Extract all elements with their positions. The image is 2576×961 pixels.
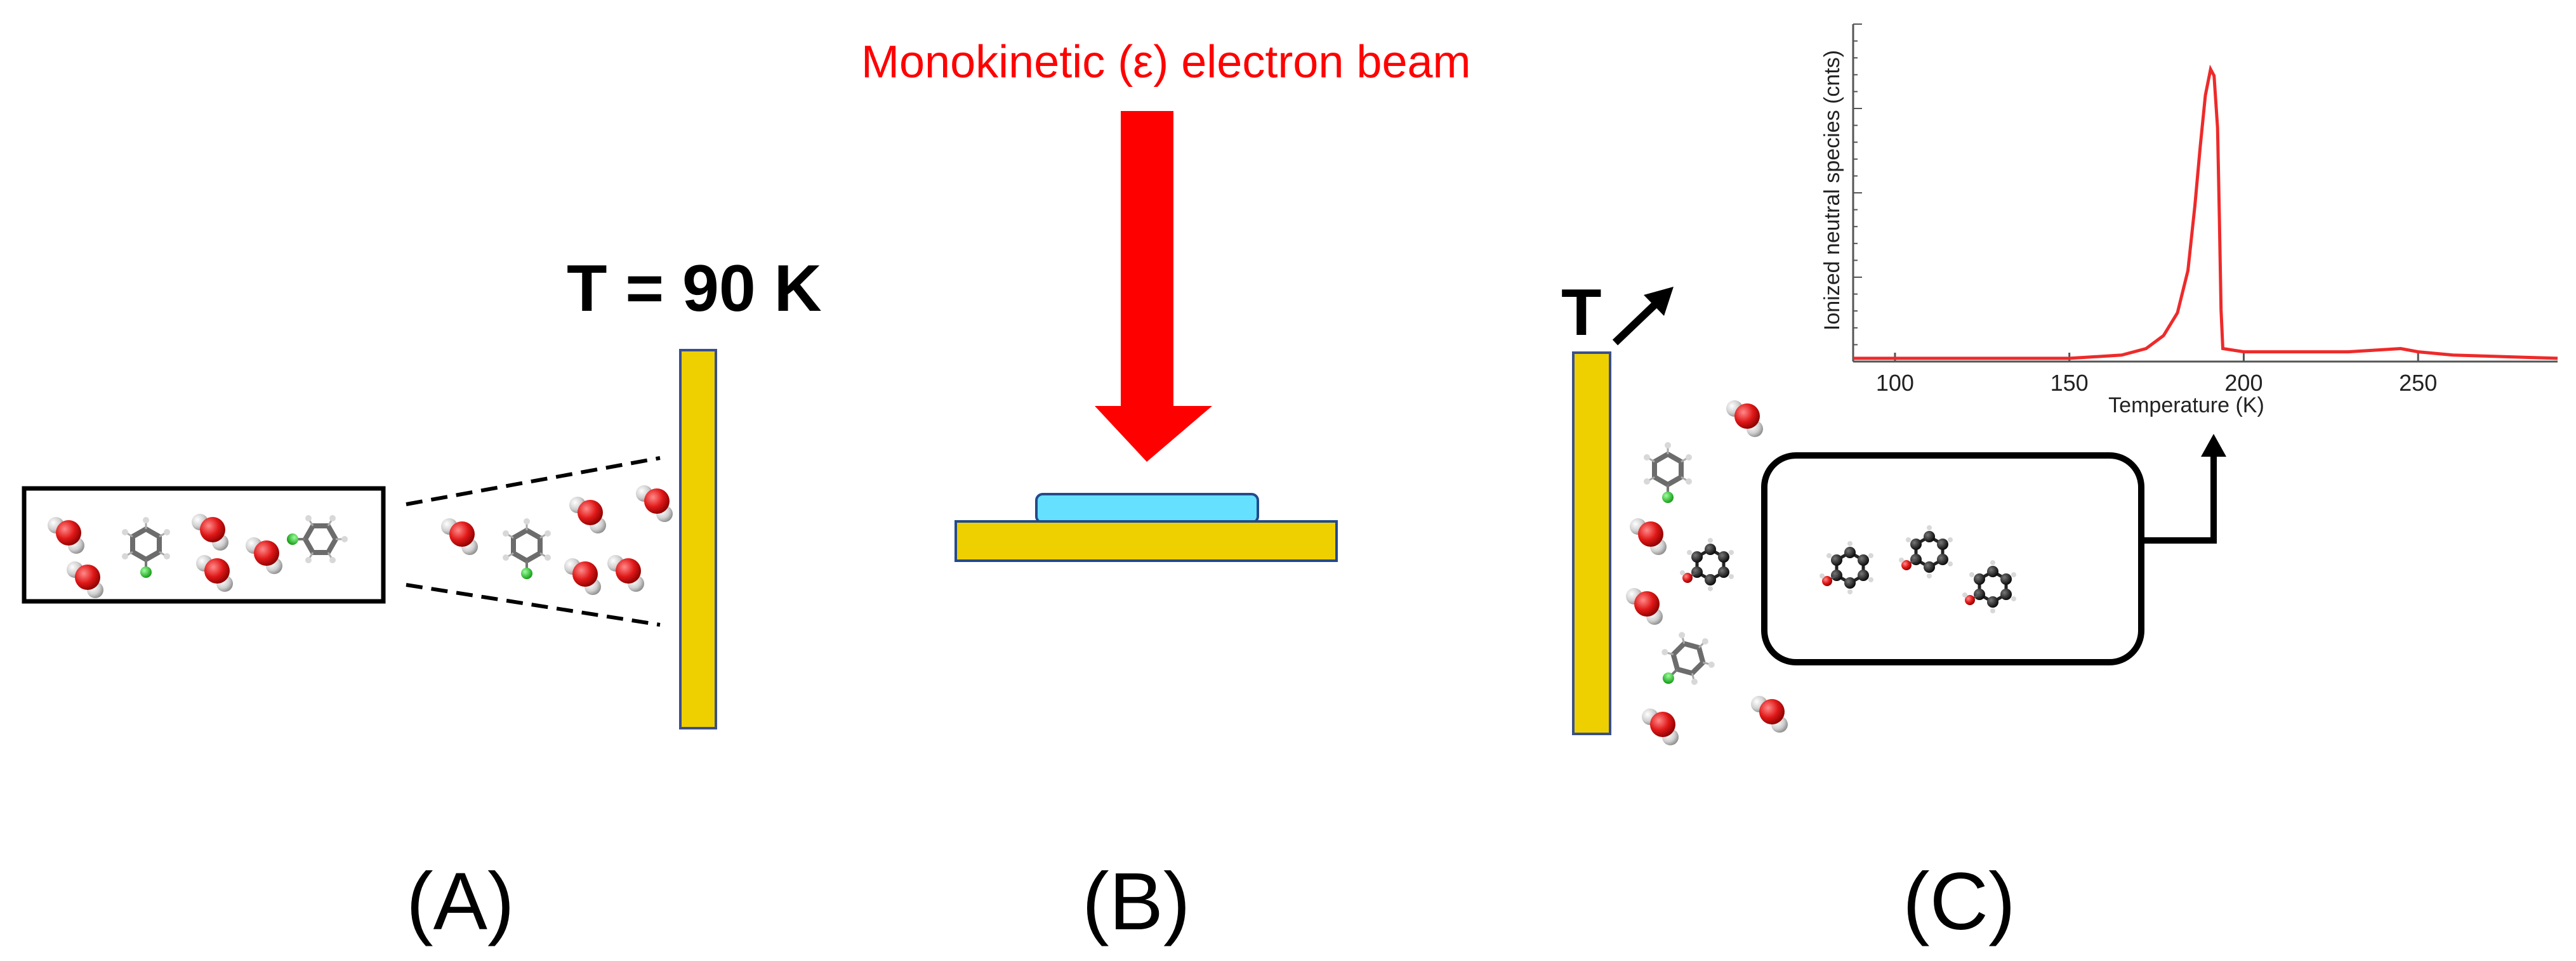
adsorbed-film [1035,493,1259,524]
beam-label: Monokinetic (ε) electron beam [861,37,1471,88]
water-molecule [1751,696,1788,733]
panel-a: T = 90 K (A) [22,252,822,947]
water-molecule [1626,588,1663,625]
chlorobenzene-molecule [503,518,551,579]
phenol-molecule [1680,538,1734,591]
x-tick-label: 250 [2399,370,2437,396]
substrate-vertical-c [1572,351,1611,735]
temperature-label: T = 90 K [567,252,822,325]
y-tick-group [1853,23,1862,362]
water-molecule [1642,709,1679,745]
x-tick-label: 150 [2051,370,2089,396]
phenol-molecule [1899,525,1953,579]
water-molecule [1726,400,1763,437]
water-molecule [569,497,606,533]
substrate-vertical-a [679,349,717,729]
chlorobenzene-molecule [1648,622,1725,700]
detection-connector [2141,450,2217,544]
panel-c: T (C) Ionized neutral species (cnts) Tem… [1561,23,2558,947]
detection-arrowhead [2201,434,2226,457]
y-axis-label: Ionized neutral species (cnts) [1820,50,1844,330]
panel-c-label: (C) [1903,856,2016,947]
water-molecule [441,518,478,555]
water-molecule [564,558,601,595]
water-molecule [1630,518,1667,555]
chlorobenzene-molecule [1644,442,1692,503]
x-axis-label: Temperature (K) [2108,393,2264,417]
zoom-line-bottom [406,583,661,627]
temperature-rise-arrowhead [1644,287,1674,316]
phenol-product-box [1761,452,2144,665]
substrate-horizontal [954,520,1338,562]
zoom-line-top [406,456,661,506]
panel-b-label: (B) [1082,856,1191,947]
x-tick-label: 100 [1876,370,1914,396]
tpd-curve [1853,64,2558,360]
electron-beam-arrow [1095,111,1212,462]
temperature-rise-arrow [1612,300,1660,346]
tpd-chart: Ionized neutral species (cnts) Temperatu… [1820,23,2558,417]
phenol-molecule [1820,541,1873,594]
x-tick-label: 200 [2224,370,2262,396]
x-tick-group: 100 150 200 250 [1876,353,2437,396]
panel-b: Monokinetic (ε) electron beam (B) [861,37,1471,947]
phenol-molecule [1962,560,2016,613]
panel-a-label: (A) [406,856,515,947]
water-molecule [636,485,673,522]
water-molecule [607,555,644,592]
temperature-ramp-label: T [1561,276,1602,350]
